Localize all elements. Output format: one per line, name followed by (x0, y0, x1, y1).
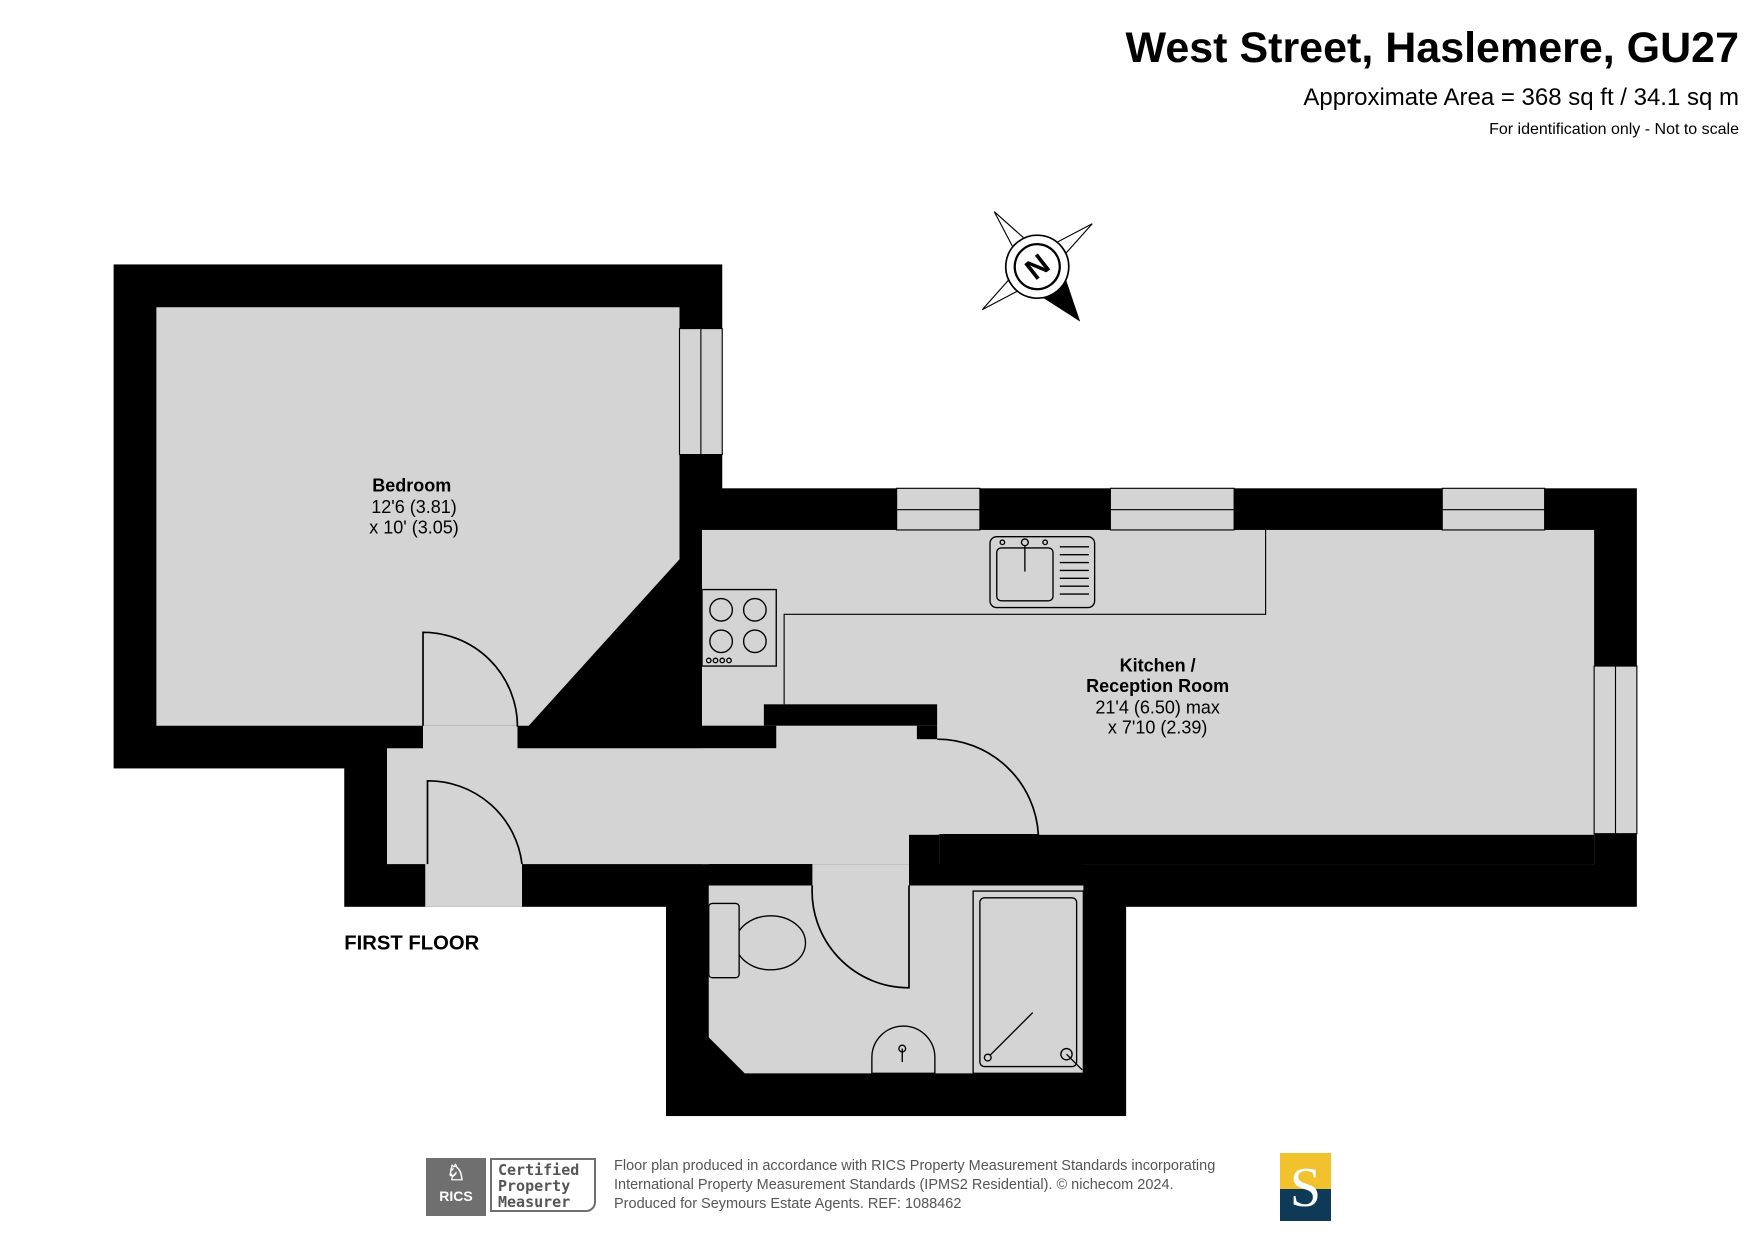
footer-line: International Property Measurement Stand… (614, 1177, 1174, 1193)
certified-text: Property (498, 1177, 571, 1195)
kitchen-label: Kitchen / Reception Room 21'4 (6.50) max… (1086, 656, 1229, 738)
hallway-floor (387, 725, 940, 907)
room-dimension: 21'4 (6.50) max (1095, 697, 1220, 717)
bedroom-label: Bedroom 12'6 (3.81) x 10' (3.05) (369, 476, 458, 538)
room-name: Reception Room (1086, 676, 1229, 696)
bedroom-floor (156, 307, 680, 726)
scale-note: For identification only - Not to scale (1489, 121, 1739, 138)
certified-text: Certified (498, 1161, 580, 1179)
footer-line: Produced for Seymours Estate Agents. REF… (614, 1196, 962, 1212)
rics-logo: ♘RICS (426, 1158, 486, 1216)
approximate-area: Approximate Area = 368 sq ft / 34.1 sq m (1303, 84, 1739, 111)
cooker-icon (701, 588, 777, 667)
sink-icon (989, 536, 1096, 609)
floor-label: FIRST FLOOR (344, 933, 479, 955)
footer-disclaimer: Floor plan produced in accordance with R… (614, 1157, 1215, 1214)
room-dimension: x 10' (3.05) (369, 517, 458, 537)
windows (678, 328, 1638, 835)
shower-icon (972, 890, 1085, 1074)
room-dimension: x 7'10 (2.39) (1108, 718, 1208, 738)
kitchen-counter (783, 529, 1267, 705)
room-name: Bedroom (372, 476, 451, 496)
compass-icon: N (981, 211, 1093, 322)
floor-areas (156, 307, 1595, 1074)
toilet-icon (708, 902, 807, 979)
footer-line: Floor plan produced in accordance with R… (614, 1158, 1216, 1174)
certified-text: Measurer (498, 1193, 571, 1211)
seymours-logo: S (1280, 1153, 1331, 1221)
rics-certified-badge: ♘RICS Certified Property Measurer (426, 1158, 602, 1216)
property-title: West Street, Haslemere, GU27 (1125, 24, 1739, 72)
doors (422, 631, 1040, 989)
internal-walls (702, 704, 1595, 886)
room-dimension: 12'6 (3.81) (371, 497, 457, 517)
room-name: Kitchen / (1120, 656, 1196, 676)
basin-icon (871, 1025, 936, 1074)
